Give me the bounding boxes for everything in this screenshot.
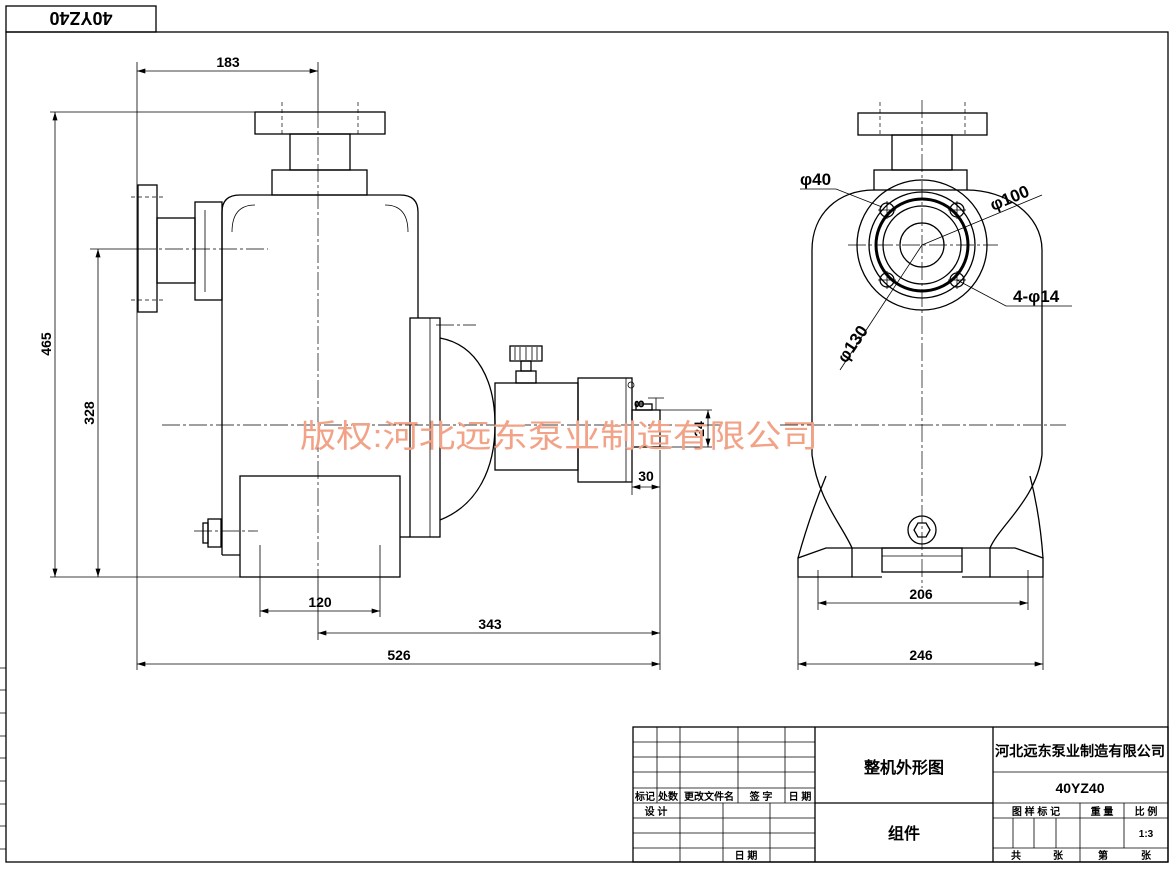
shaft-key [635, 403, 653, 411]
date-label-bottom: 日 期 [735, 849, 758, 862]
callout-leader-phi100 [921, 194, 1043, 246]
bracket-plate [409, 317, 441, 538]
company-name: 河北远东泵业制造有限公司 [995, 743, 1165, 759]
copyright-watermark: 版权:河北远东泵业制造有限公司 [300, 418, 818, 454]
col-sign: 签 字 [749, 790, 773, 803]
col-mark: 标记 [634, 790, 655, 803]
code-box [5, 5, 157, 33]
dim-text-206: 206 [909, 586, 933, 602]
side-view-dimensions: 183 465 328 120 343 526 30 24 8 [38, 54, 722, 670]
casing-lower-taper [811, 454, 1043, 549]
base-bolt-lines [259, 545, 381, 617]
front-view-dimensions: 206 246 [797, 570, 1044, 670]
left-foot [797, 547, 853, 578]
title-block: 标记 处数 更改文件名 签 字 日 期 设 计 日 期 整机外形图 组件 河北远… [632, 726, 1169, 863]
weight-label: 重 量 [1091, 805, 1114, 818]
info-grid [993, 771, 1168, 862]
design-label: 设 计 [645, 805, 668, 818]
callout-leader-bolt-holes [956, 279, 1072, 307]
dim-text-246: 246 [909, 647, 933, 663]
front-discharge-collar [873, 169, 968, 191]
suction-flange [137, 184, 158, 313]
margin-ticks [0, 667, 6, 850]
discharge-collar [271, 169, 368, 196]
total-label: 共 [1011, 849, 1021, 862]
pump-casing [221, 194, 419, 555]
callout-phi100: φ100 [987, 182, 1032, 215]
dim-text-120: 120 [308, 594, 332, 610]
code-box-label: 40YZ40 [49, 8, 112, 28]
foot-brackets [797, 475, 1044, 559]
callout-phi40: φ40 [800, 170, 831, 189]
sheet-frame: 40YZ40 [0, 5, 1169, 863]
front-discharge-bolt-hidden-lines [879, 102, 966, 135]
title-block-main-dividers [814, 727, 994, 862]
col-count: 处数 [657, 790, 679, 803]
extension-lines [50, 62, 712, 670]
valve-stem [520, 360, 532, 372]
dim-text-183: 183 [216, 54, 240, 70]
discharge-flange [254, 111, 386, 135]
base-block [239, 475, 401, 578]
revision-grid [633, 727, 815, 862]
scale-value: 1:3 [1139, 829, 1154, 840]
grease-nipple [627, 381, 635, 389]
valve-cap-ridges [514, 347, 538, 360]
callout-phi130: φ130 [834, 322, 872, 366]
drawing-title: 整机外形图 [863, 758, 944, 777]
front-discharge-flange [857, 112, 988, 136]
col-change-doc: 更改文件名 [684, 790, 734, 803]
dim-text-24: 24 [691, 421, 707, 437]
sheet-no-label: 第 [1098, 849, 1108, 862]
drain-plug-hex [913, 522, 931, 538]
front-extension-lines [797, 570, 1044, 670]
valve-base [515, 370, 537, 384]
title-block-border [632, 726, 1169, 863]
callout-leader-phi130 [839, 244, 923, 371]
priming-valve [509, 345, 543, 384]
dim-text-328: 328 [81, 401, 97, 425]
frame-border [5, 31, 1169, 863]
pattern-mark-label: 图 样 标 记 [1012, 805, 1060, 818]
col-date: 日 期 [789, 790, 812, 803]
casing-corner-edges [231, 204, 409, 233]
drain-bolt-head [202, 522, 209, 544]
discharge-neck [289, 133, 351, 171]
scale-label: 比 例 [1135, 805, 1158, 818]
dim-text-465: 465 [38, 332, 54, 356]
suction-bolt-marks [131, 196, 164, 301]
drain-bolt [207, 518, 222, 548]
discharge-bolt-hidden-lines [281, 102, 359, 134]
callout-leader-phi40 [800, 188, 883, 208]
dim-text-8: 8 [631, 400, 647, 408]
sheets-label-b: 张 [1141, 849, 1152, 862]
front-view [780, 100, 1066, 588]
sheets-label-a: 张 [1053, 849, 1064, 862]
drawing-type: 组件 [888, 824, 920, 843]
right-foot [989, 547, 1044, 578]
model-number: 40YZ40 [1055, 780, 1104, 796]
callout-bolt-holes: 4-φ14 [1013, 287, 1060, 306]
dim-text-526: 526 [387, 647, 411, 663]
dim-text-30: 30 [638, 468, 654, 484]
dim-text-343: 343 [478, 616, 502, 632]
valve-cap [509, 345, 543, 362]
suction-neck [156, 217, 196, 284]
front-casing [811, 189, 1043, 455]
suction-collar [194, 201, 223, 301]
side-view [131, 102, 661, 578]
